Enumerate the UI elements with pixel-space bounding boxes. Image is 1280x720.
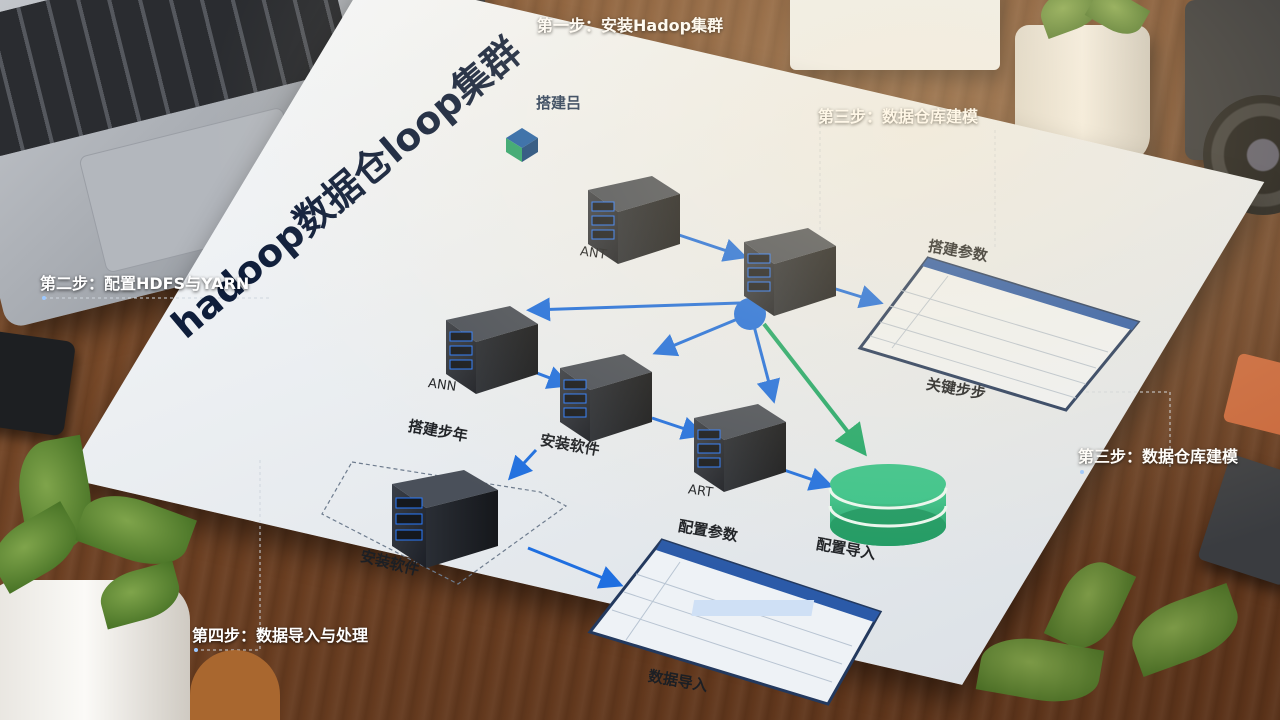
arrow: [669, 230, 748, 262]
logo-text: 搭建吕: [536, 94, 582, 112]
step-dot: [194, 648, 198, 652]
server-icon: [744, 228, 836, 316]
paper-tray: [790, 0, 1000, 70]
plant-pot-brown: [190, 650, 280, 720]
window-panel-icon: [857, 256, 1141, 412]
arrow: [526, 297, 741, 322]
logo-icon: [506, 128, 538, 162]
window-panel-icon: [587, 538, 883, 706]
step-3-label-top: 第三步：数据仓库建模: [818, 107, 979, 126]
step-dot: [1080, 470, 1084, 474]
server-icon: [560, 354, 652, 442]
arrow: [527, 546, 624, 589]
database-icon: [828, 464, 948, 546]
server-icon: [694, 404, 786, 492]
arrow: [652, 316, 741, 357]
step-4-label: 第四步：数据导入与处理: [192, 626, 369, 645]
server-icon: [588, 176, 680, 264]
hub-icon: [734, 298, 766, 330]
arrow: [777, 466, 834, 491]
server-icon: [446, 306, 538, 394]
arrow: [507, 448, 538, 481]
step-3-label-right: 第三步：数据仓库建模: [1078, 447, 1239, 466]
server-icon: [392, 470, 498, 568]
step-1-label: 第一步：安装Hadop集群: [537, 16, 724, 35]
step-dot: [42, 296, 46, 300]
step-2-label: 第二步：配置HDFS与YARN: [40, 274, 250, 293]
arrow-green: [762, 322, 867, 457]
arrow: [651, 416, 706, 440]
arrow: [752, 325, 781, 404]
